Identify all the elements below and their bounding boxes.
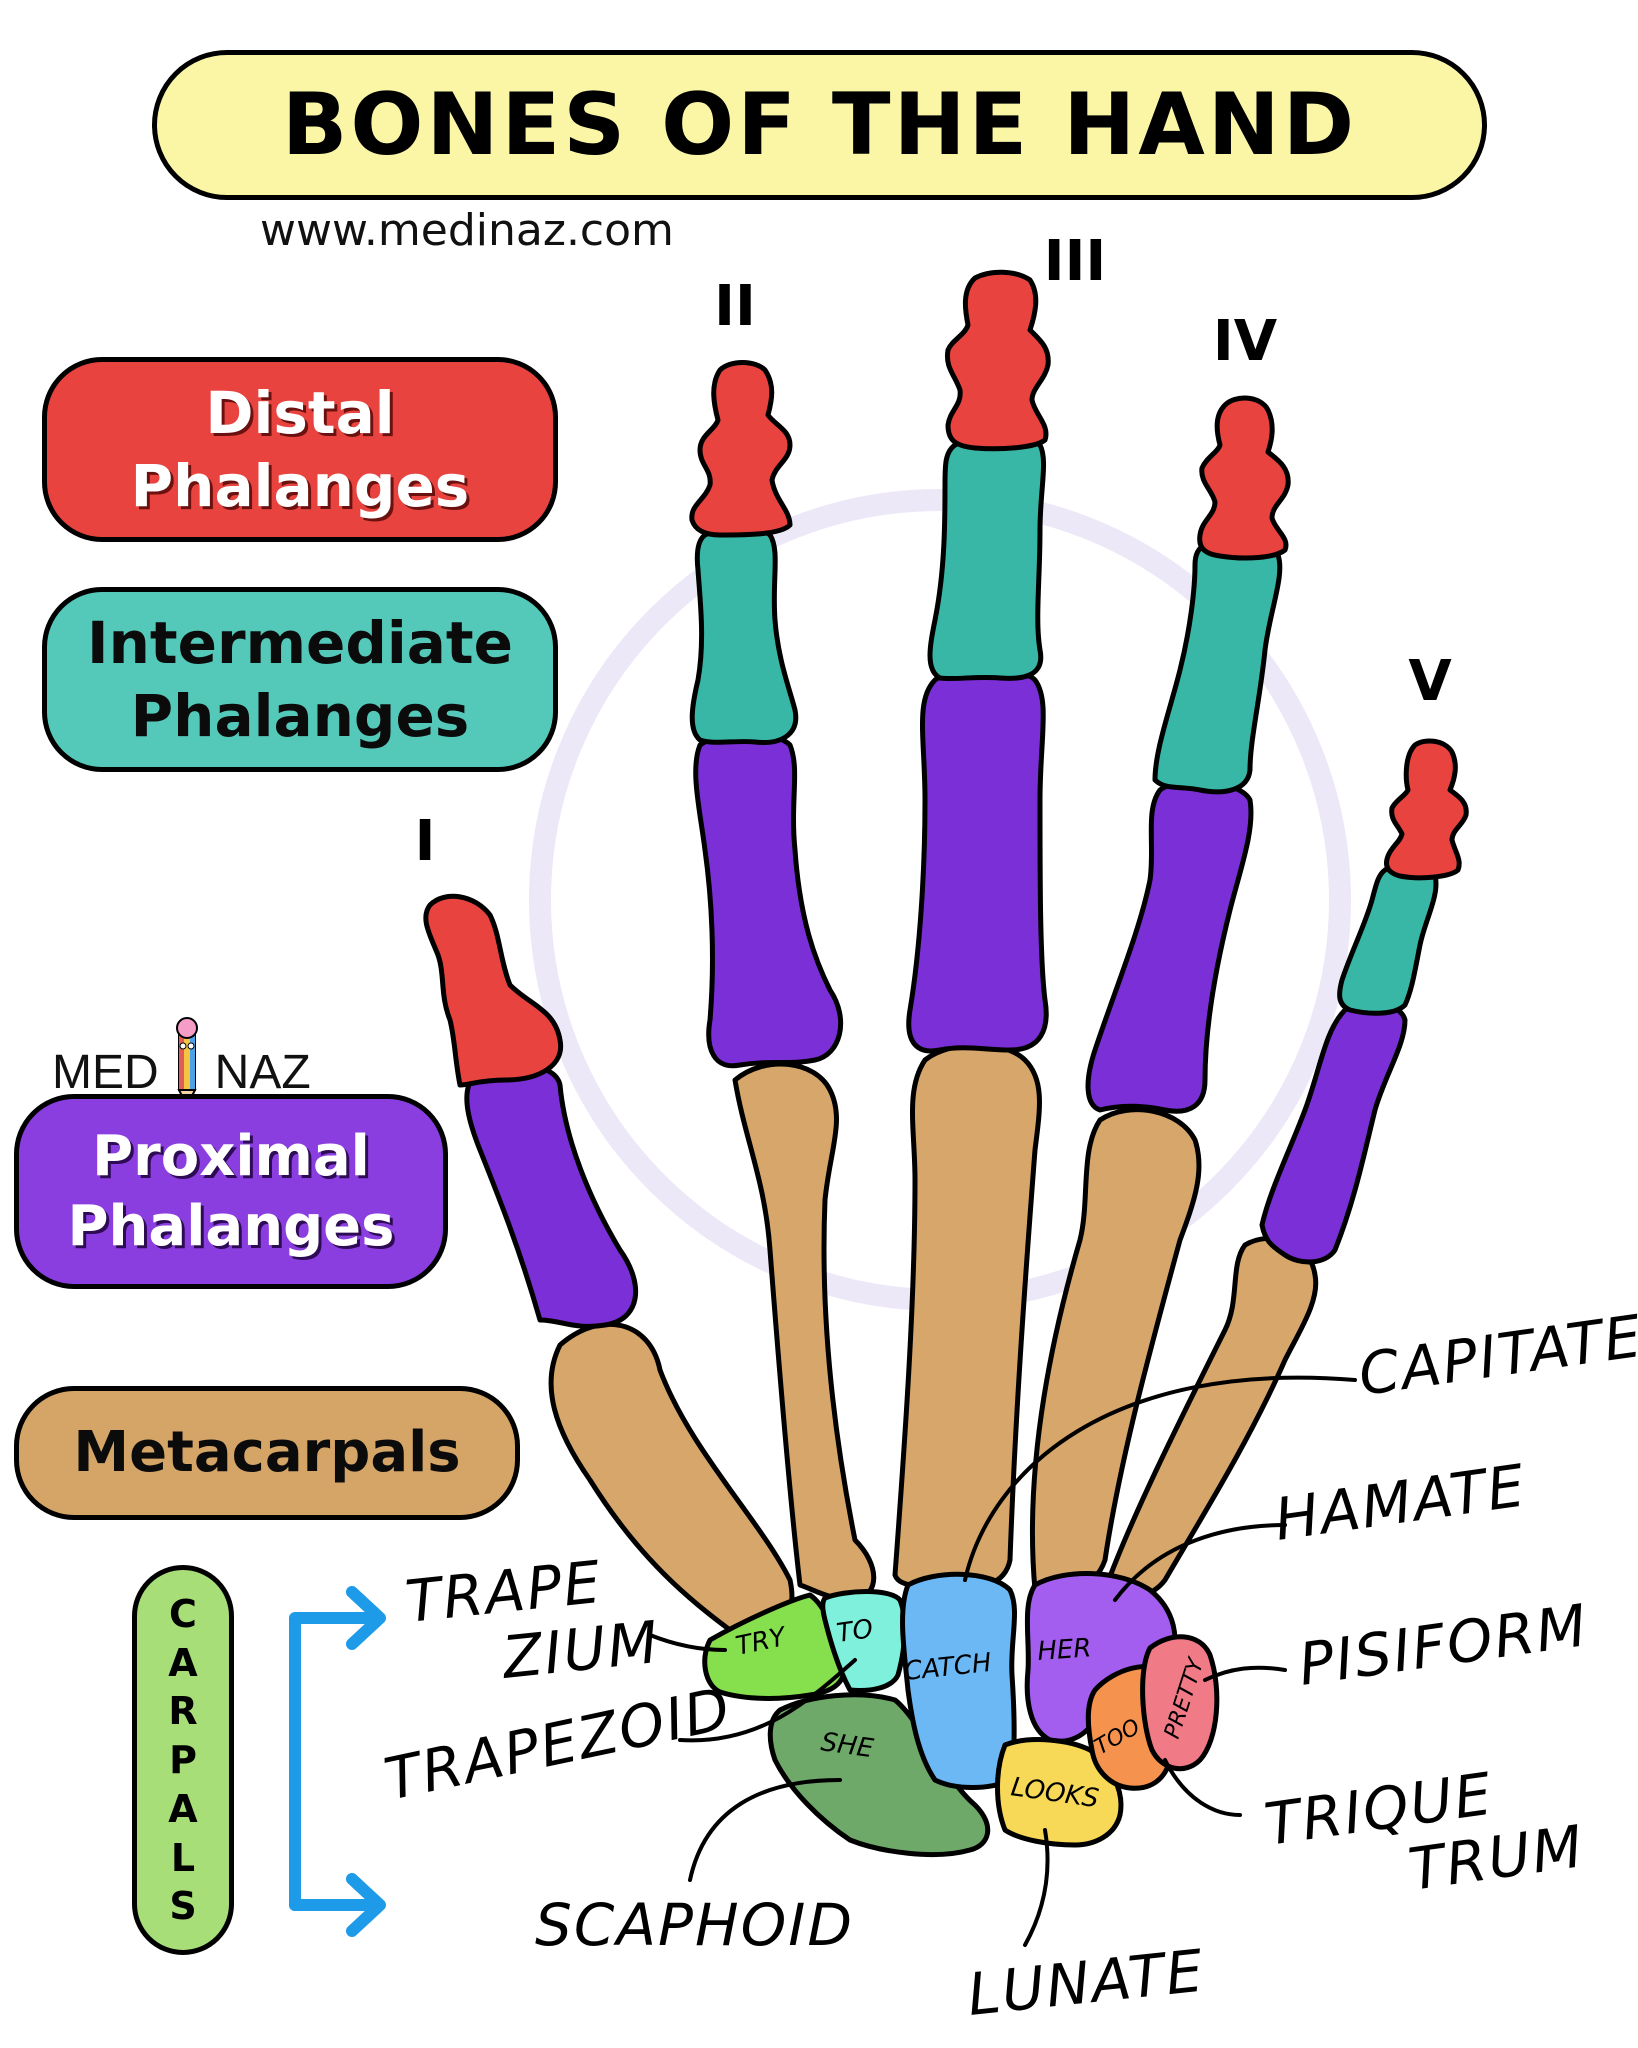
proximal-phalanx-middle <box>906 666 1049 1054</box>
carpals-letter: S <box>169 1884 197 1929</box>
mnemonic-her: HER <box>1036 1633 1092 1667</box>
distal-phalanx-middle <box>944 269 1051 452</box>
carpals-letter: A <box>168 1786 198 1831</box>
intermediate-phalanx-middle <box>927 435 1047 682</box>
carpals-letter: R <box>168 1689 198 1734</box>
trapezoid-bone <box>820 1589 908 1693</box>
mnemonic-she: SHE <box>819 1727 876 1764</box>
metacarpal-ring <box>1029 1107 1202 1597</box>
distal-phalanx-index <box>689 360 793 538</box>
page-title: BONES OF THE HAND <box>281 75 1358 175</box>
numeral-index: II <box>714 274 756 339</box>
distal-phalanx-thumb <box>423 893 564 1088</box>
intermediate-phalanx-little <box>1337 862 1439 1016</box>
label-trapezoid: TRAPEZOID <box>379 1674 738 1814</box>
carpals-letter: L <box>170 1835 196 1880</box>
legend-intermediate-line1: Intermediate <box>87 609 513 677</box>
label-trapezium-line2: ZIUM <box>497 1608 663 1692</box>
logo-text-left: MED <box>52 1046 159 1099</box>
leader-capitate <box>963 1375 1357 1582</box>
lunate-bone <box>995 1737 1124 1848</box>
legend-metacarpals-label: Metacarpals <box>73 1420 461 1485</box>
carpals-bracket-arrows <box>289 1586 386 1937</box>
legend-distal-phalanges: Distal Phalanges <box>42 357 558 542</box>
proximal-phalanx-index <box>693 731 844 1069</box>
leader-pisiform <box>1203 1665 1287 1682</box>
carpals-letter: P <box>169 1738 197 1782</box>
scaphoid-bone <box>767 1692 991 1858</box>
numeral-thumb: I <box>415 809 436 874</box>
legend-intermediate-phalanges: Intermediate Phalanges <box>42 587 558 772</box>
website-url[interactable]: www.medinaz.com <box>260 205 674 256</box>
legend-distal-line1: Distal <box>205 379 395 447</box>
legend-intermediate-line2: Phalanges <box>130 681 470 750</box>
proximal-phalanx-little <box>1259 1000 1408 1265</box>
numeral-middle: III <box>1044 229 1107 294</box>
leader-scaphoid <box>688 1778 842 1882</box>
intermediate-phalanx-index <box>689 525 799 746</box>
carpals-letter: A <box>168 1640 198 1685</box>
distal-phalanx-little <box>1384 738 1469 881</box>
carpals-letter: C <box>169 1591 197 1636</box>
legend-proximal-line2: Phalanges <box>67 1193 395 1259</box>
label-capitate: CAPITATE <box>1354 1302 1638 1409</box>
leader-triquetrum <box>1163 1758 1242 1817</box>
carpals-group-label: C A R P A L S <box>132 1565 234 1955</box>
leader-lunate <box>1023 1828 1050 1947</box>
leader-trapezium <box>648 1633 727 1652</box>
label-lunate: LUNATE <box>964 1936 1207 2028</box>
distal-phalanx-ring <box>1197 395 1291 561</box>
metacarpal-middle <box>892 1042 1042 1590</box>
title-banner: BONES OF THE HAND <box>152 50 1487 200</box>
legend-distal-line2: Phalanges <box>130 451 470 520</box>
pisiform-bone <box>1140 1634 1220 1772</box>
label-scaphoid: SCAPHOID <box>535 1891 854 1959</box>
intermediate-phalanx-ring <box>1152 537 1283 795</box>
mnemonic-to: TO <box>835 1614 875 1649</box>
label-pisiform: PISIFORM <box>1294 1591 1592 1699</box>
logo-text-right: NAZ <box>214 1046 311 1099</box>
leader-trapezoid <box>678 1658 857 1743</box>
metacarpal-index <box>732 1061 877 1603</box>
legend-metacarpals: Metacarpals <box>14 1386 520 1520</box>
numeral-ring: IV <box>1213 309 1278 374</box>
legend-proximal-phalanges: Proximal Phalanges <box>14 1094 448 1289</box>
label-hamate: HAMATE <box>1270 1451 1530 1554</box>
numeral-little: V <box>1408 649 1452 714</box>
trapezium-bone <box>702 1592 848 1701</box>
legend-proximal-line1: Proximal <box>92 1123 370 1189</box>
proximal-phalanx-ring <box>1085 778 1254 1114</box>
proximal-phalanx-thumb <box>464 1062 638 1329</box>
metacarpal-little <box>1102 1235 1319 1600</box>
leader-hamate <box>1113 1523 1287 1602</box>
